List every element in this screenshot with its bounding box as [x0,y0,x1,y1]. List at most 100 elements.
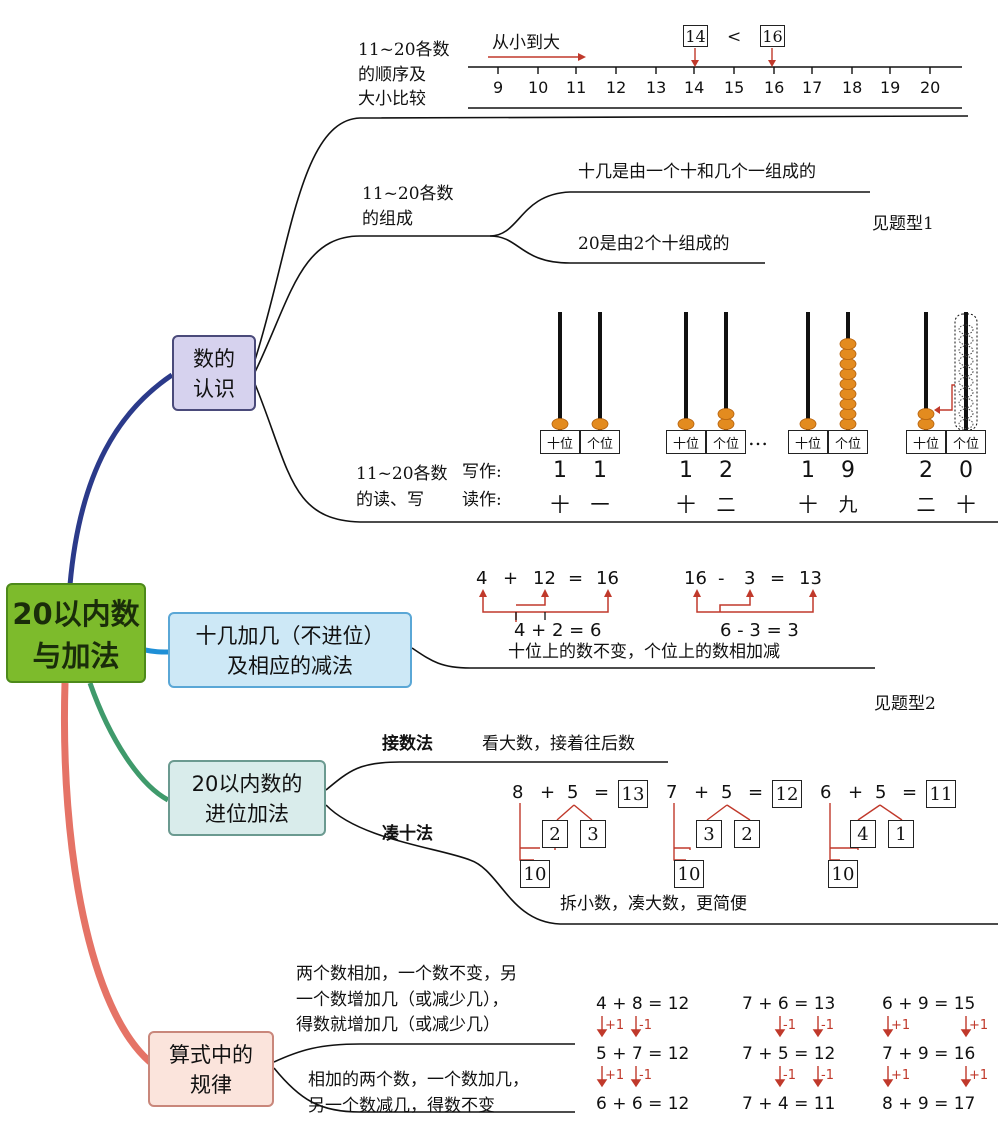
branch-link-3 [87,682,170,803]
carry-ten-box: 10 [828,860,858,888]
rule-delta: -1 [639,1018,652,1033]
ones-place-cell: 个位 [706,430,746,454]
method2-desc: 拆小数，凑大数，更简便 [560,894,747,914]
composition-label: 11~20各数 的组成 [362,184,454,229]
rule-equation: 7 + 5 = 12 [742,1044,836,1064]
rule-arrow-head [774,1079,786,1088]
no-carry-eq2-b: 3 [744,568,756,589]
carry-addend-b: 5 [567,782,579,803]
carry-addend-b: 5 [875,782,887,803]
branch-carry-addition[interactable]: 20以内数的 进位加法 [168,760,326,836]
written-digit: 2 [919,458,933,483]
bead [917,408,935,420]
carry-equals: = [902,782,918,803]
compare-right: 16 [760,25,785,47]
carry-result-box: 11 [926,780,956,808]
carry-addend-b: 5 [721,782,733,803]
carry-result-box: 13 [618,780,648,808]
rule-delta: -1 [783,1018,796,1033]
rule-arrow-head [960,1079,972,1088]
carry-ten-box: 10 [520,860,550,888]
branch-link-1 [67,372,174,586]
ones-place-cell: 个位 [580,430,620,454]
tick-label: 12 [606,78,627,97]
rule-equation: 7 + 6 = 13 [742,994,836,1014]
bead [839,348,857,360]
ghost-bead [958,345,974,356]
read-write-label: 11~20各数 的读、写 [356,464,448,510]
carry-addend-a: 8 [512,782,524,803]
carry-plus: + [694,782,710,803]
branch-rules[interactable]: 算式中的 规律 [148,1031,274,1107]
tick-label: 16 [764,78,785,97]
rule-equation: 6 + 9 = 15 [882,994,976,1014]
no-carry-eq1-b: 12 [533,568,556,589]
no-carry-note: 十位上的数不变，个位上的数相加减 [508,642,780,662]
rule-delta: +1 [969,1018,989,1033]
rule-arrow-head [812,1029,824,1038]
reading-char: 二 [916,494,936,516]
rule-delta: +1 [605,1068,625,1083]
rule-arrow-head [630,1079,642,1088]
rule-arrow-head [630,1029,642,1038]
no-carry-eq1-c: 16 [596,568,619,589]
branch-no-carry-addition[interactable]: 十几加几（不进位） 及相应的减法 [168,612,412,688]
carry-split-box-2: 1 [888,820,914,848]
rule-arrow-head [596,1029,608,1038]
tens-place-cell: 十位 [666,430,706,454]
no-carry-eq2-sub: 6 - 3 = 3 [720,620,799,641]
rule-equation: 5 + 7 = 12 [596,1044,690,1064]
rule-delta: +1 [891,1018,911,1033]
written-digit: 9 [841,458,855,483]
bead [839,368,857,380]
ordering-label: 11~20各数 的顺序及 大小比较 [358,40,450,110]
bead [839,358,857,370]
bead [839,408,857,420]
written-digit: 1 [679,458,693,483]
rule-arrow-head [812,1079,824,1088]
no-carry-eq1-a: 4 [476,568,488,589]
branch-link-2 [144,647,169,655]
tick-label: 14 [684,78,705,97]
reading-char: 十 [676,494,696,516]
written-digit: 1 [593,458,607,483]
root-node[interactable]: 20以内数 与加法 [6,583,146,683]
carry-split-box-1: 3 [696,820,722,848]
no-carry-eq2-c: 13 [799,568,822,589]
ghost-bead [958,356,974,366]
carry-equals: = [594,782,610,803]
no-carry-eq2-op2: = [770,568,786,589]
carry-result-box: 12 [772,780,802,808]
carry-equals: = [748,782,764,803]
tick-label: 17 [802,78,823,97]
ghost-bead [958,419,974,429]
ghost-bead [958,408,974,419]
bead [839,378,857,390]
carry-plus: + [848,782,864,803]
composition-line2: 20是由2个十组成的 [578,234,730,254]
ellipsis: … [748,426,768,450]
reading-char: 一 [590,494,610,516]
ghost-bead [958,377,974,387]
compare-left: 14 [683,25,708,47]
rule-delta: -1 [821,1068,834,1083]
carry-addend-a: 7 [666,782,678,803]
ones-place-cell: 个位 [828,430,868,454]
carry-plus: + [540,782,556,803]
tens-place-cell: 十位 [788,430,828,454]
bead [551,418,569,430]
branch-number-recognition[interactable]: 数的 认识 [172,335,256,411]
rule-delta: +1 [605,1018,625,1033]
write-label: 写作: [462,462,502,482]
rule-arrow-head [882,1079,894,1088]
direction-label: 从小到大 [492,33,560,53]
no-carry-eq2-op1: - [718,568,725,589]
tick-label: 15 [724,78,745,97]
bead [717,418,735,430]
tick-label: 13 [646,78,667,97]
tick-label: 18 [842,78,863,97]
carry-split-box-2: 2 [734,820,760,848]
ghost-bead [958,335,974,345]
carry-split-box-1: 2 [542,820,568,848]
